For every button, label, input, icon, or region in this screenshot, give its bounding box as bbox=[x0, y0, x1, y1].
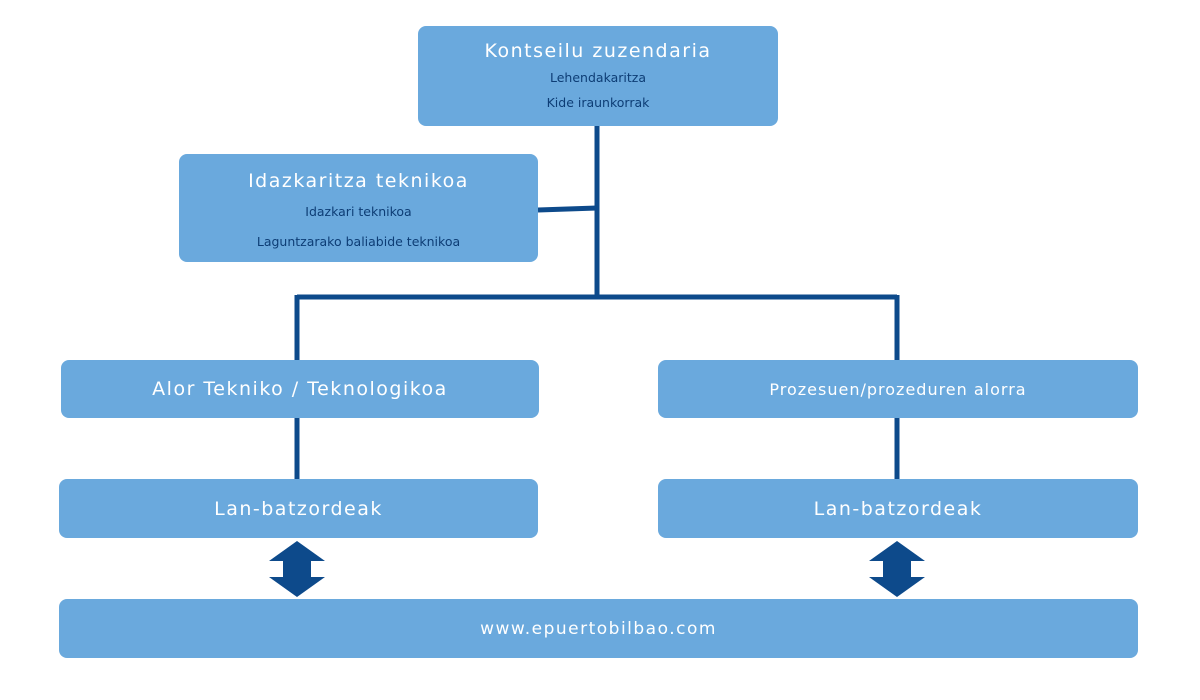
secretariat-line-support: Laguntzarako baliabide teknikoa bbox=[256, 234, 461, 249]
board-line-presidency: Lehendakaritza bbox=[550, 70, 646, 85]
board-of-directors-box: Kontseilu zuzendaria Lehendakaritza Kide… bbox=[418, 26, 778, 126]
technical-area-box: Alor Tekniko / Teknologikoa bbox=[61, 360, 539, 418]
connector-secretariat bbox=[537, 205, 598, 213]
technical-secretariat-box: Idazkaritza teknikoa Idazkari teknikoa L… bbox=[179, 154, 538, 262]
technical-area-title: Alor Tekniko / Teknologikoa bbox=[152, 378, 448, 400]
secretariat-line-secretary: Idazkari teknikoa bbox=[305, 204, 412, 219]
committees-right-title: Lan-batzordeak bbox=[813, 497, 983, 520]
two-way-arrow-icon bbox=[269, 541, 325, 597]
committees-left-title: Lan-batzordeak bbox=[214, 497, 383, 520]
website-url: www.epuertobilbao.com bbox=[480, 618, 717, 639]
website-box: www.epuertobilbao.com bbox=[59, 599, 1138, 658]
committees-right-box: Lan-batzordeak bbox=[658, 479, 1138, 538]
two-way-arrow-icon bbox=[869, 541, 925, 597]
board-line-permanent-members: Kide iraunkorrak bbox=[546, 95, 650, 110]
committees-left-box: Lan-batzordeak bbox=[59, 479, 538, 538]
board-title: Kontseilu zuzendaria bbox=[484, 40, 712, 62]
process-area-title: Prozesuen/prozeduren alorra bbox=[769, 379, 1027, 399]
secretariat-title: Idazkaritza teknikoa bbox=[248, 170, 469, 192]
process-area-box: Prozesuen/prozeduren alorra bbox=[658, 360, 1138, 418]
